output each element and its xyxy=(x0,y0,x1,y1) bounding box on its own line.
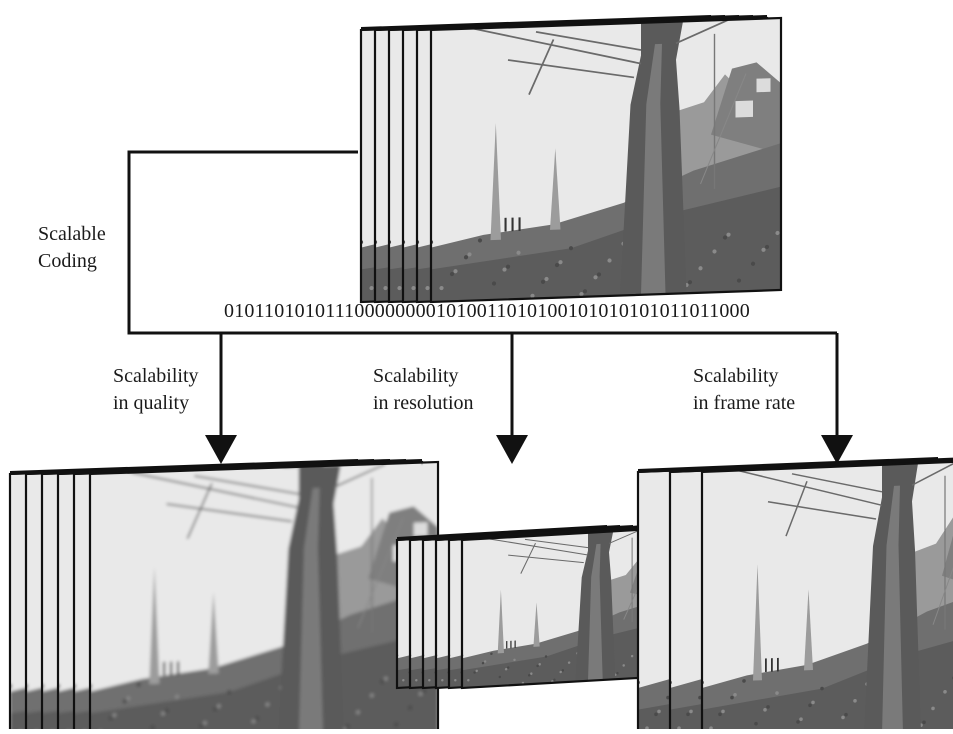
frame-rate-branch-label-line-1: Scalability xyxy=(693,363,795,390)
resolution-branch-label: Scalability in resolution xyxy=(373,363,474,417)
frame-scene xyxy=(88,462,438,729)
resolution-branch-label-line-2: in resolution xyxy=(373,390,474,417)
frame-rate-arrow-head xyxy=(821,435,853,464)
video-frame xyxy=(88,462,438,729)
bitstream-text: 0101101010111000000001010011010100101010… xyxy=(224,298,750,325)
resolution-arrow-head xyxy=(496,435,528,464)
arrow-heads xyxy=(205,435,853,464)
resolution-branch-label-line-1: Scalability xyxy=(373,363,474,390)
quality-branch-label-line-1: Scalability xyxy=(113,363,199,390)
video-frame xyxy=(700,460,953,729)
frame-rate-branch-label: Scalability in frame rate xyxy=(693,363,795,417)
quality-branch-label-line-2: in quality xyxy=(113,390,199,417)
scalable-coding-label: Scalable Coding xyxy=(38,221,106,275)
frame-rate-branch-label-line-2: in frame rate xyxy=(693,390,795,417)
frame-rate-frame-stack xyxy=(636,457,953,729)
frame-scene xyxy=(700,460,953,729)
quality-branch-label: Scalability in quality xyxy=(113,363,199,417)
video-frame xyxy=(429,18,781,302)
scalable-coding-label-line-2: Coding xyxy=(38,248,106,275)
frame-scene xyxy=(429,18,781,302)
quality-arrow-head xyxy=(205,435,237,464)
resolution-frame-stack xyxy=(396,525,672,688)
source-frame-stack xyxy=(359,15,781,302)
scalable-coding-label-line-1: Scalable xyxy=(38,221,106,248)
quality-frame-stack xyxy=(8,459,438,729)
